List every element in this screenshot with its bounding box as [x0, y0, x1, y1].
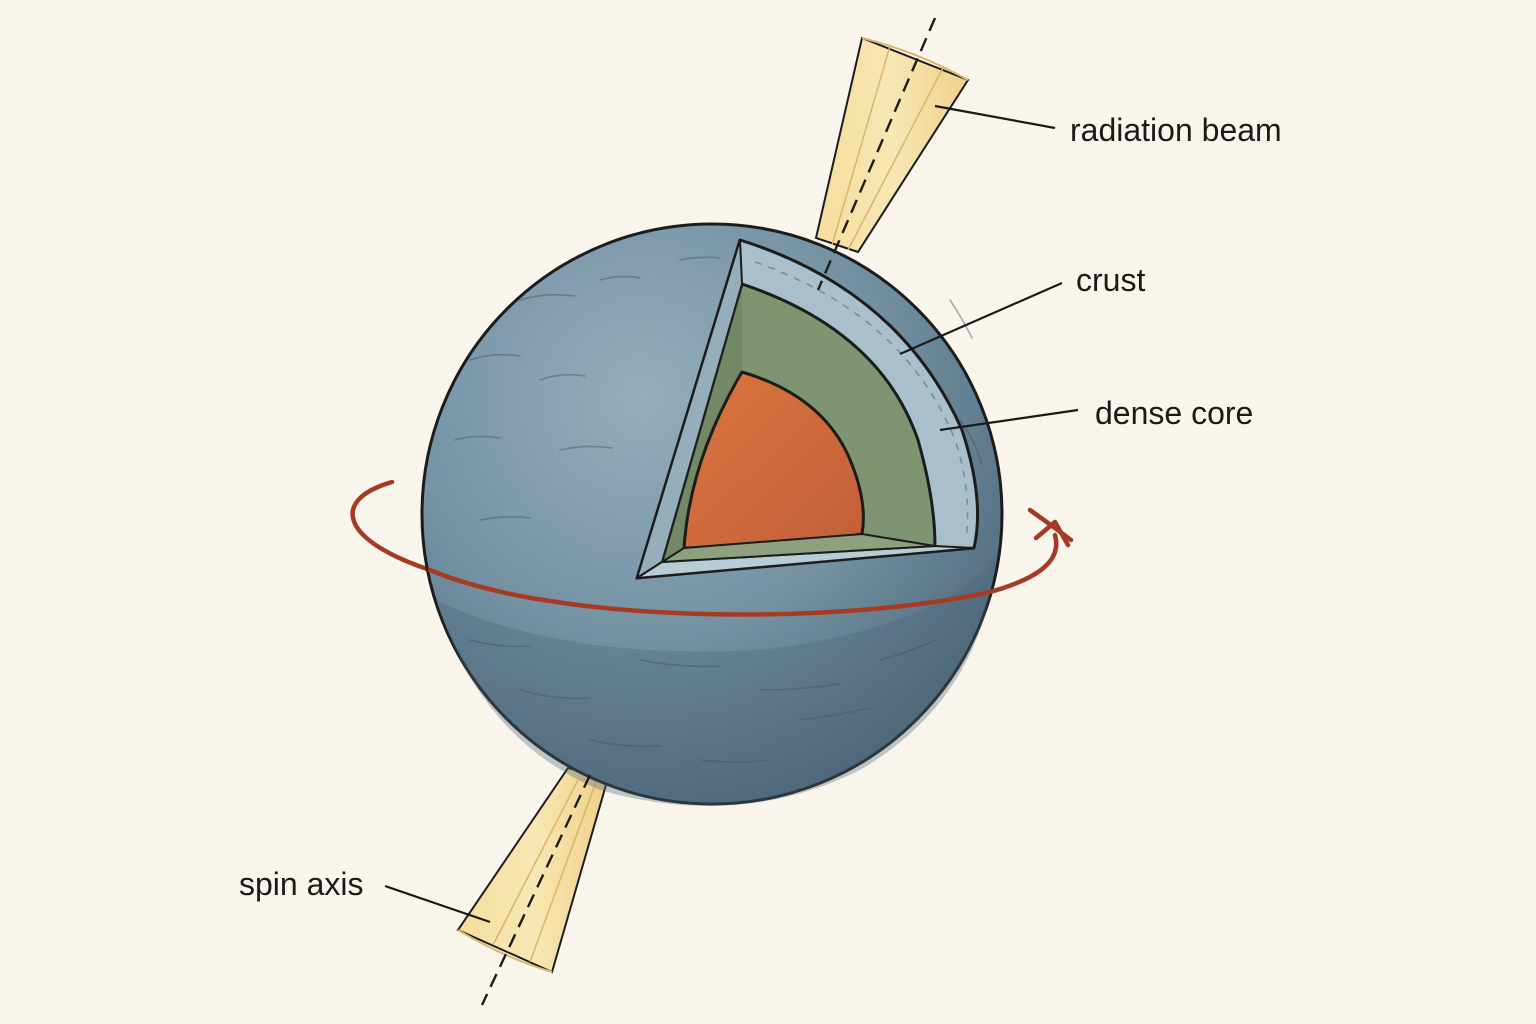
spin-axis-leader — [384, 884, 491, 924]
dense-core-label: dense core — [1095, 395, 1253, 431]
crust-leader — [899, 281, 1063, 356]
radiation-beam-leader — [934, 104, 1056, 130]
spin-axis-line — [480, 17, 937, 1006]
rotation-arrow — [427, 507, 1074, 617]
dense-core-leader — [939, 408, 1079, 432]
radiation-beam-label: radiation beam — [1070, 112, 1282, 148]
top-radiation-beam — [814, 36, 970, 254]
bottom-radiation-beam — [456, 766, 610, 974]
crust-label: crust — [1076, 262, 1145, 298]
cutaway-wedge — [635, 238, 980, 581]
spin-axis-label: spin axis — [239, 866, 364, 902]
sphere-texture — [454, 256, 983, 763]
rotation-arrow-back — [350, 479, 433, 573]
